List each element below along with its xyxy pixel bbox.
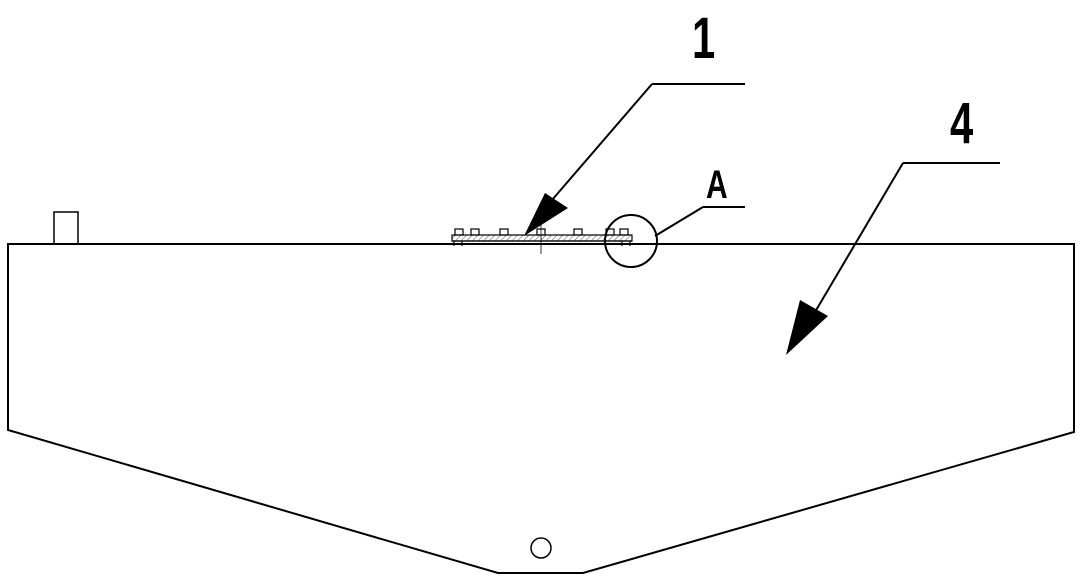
part-1-leader <box>551 83 653 201</box>
drain-hole <box>530 537 552 559</box>
top-nozzle <box>53 211 79 245</box>
part-4-arrowhead <box>786 300 828 355</box>
part-4-leader <box>814 162 904 313</box>
detail-a-leader <box>654 206 704 237</box>
callout-label-4: 4 <box>950 91 974 156</box>
part-1-arrowhead <box>524 193 568 236</box>
detail-a-circle <box>604 214 658 268</box>
cover-plate-assembly <box>451 224 633 254</box>
tank-body-outline <box>7 243 1075 574</box>
bolt <box>573 228 583 236</box>
bolt <box>499 228 509 236</box>
callout-label-a: A <box>706 163 728 207</box>
bolt <box>454 228 464 236</box>
bolt <box>619 228 629 236</box>
bolt-set <box>453 228 631 246</box>
bolt <box>470 228 480 236</box>
callout-label-1: 1 <box>692 6 716 71</box>
